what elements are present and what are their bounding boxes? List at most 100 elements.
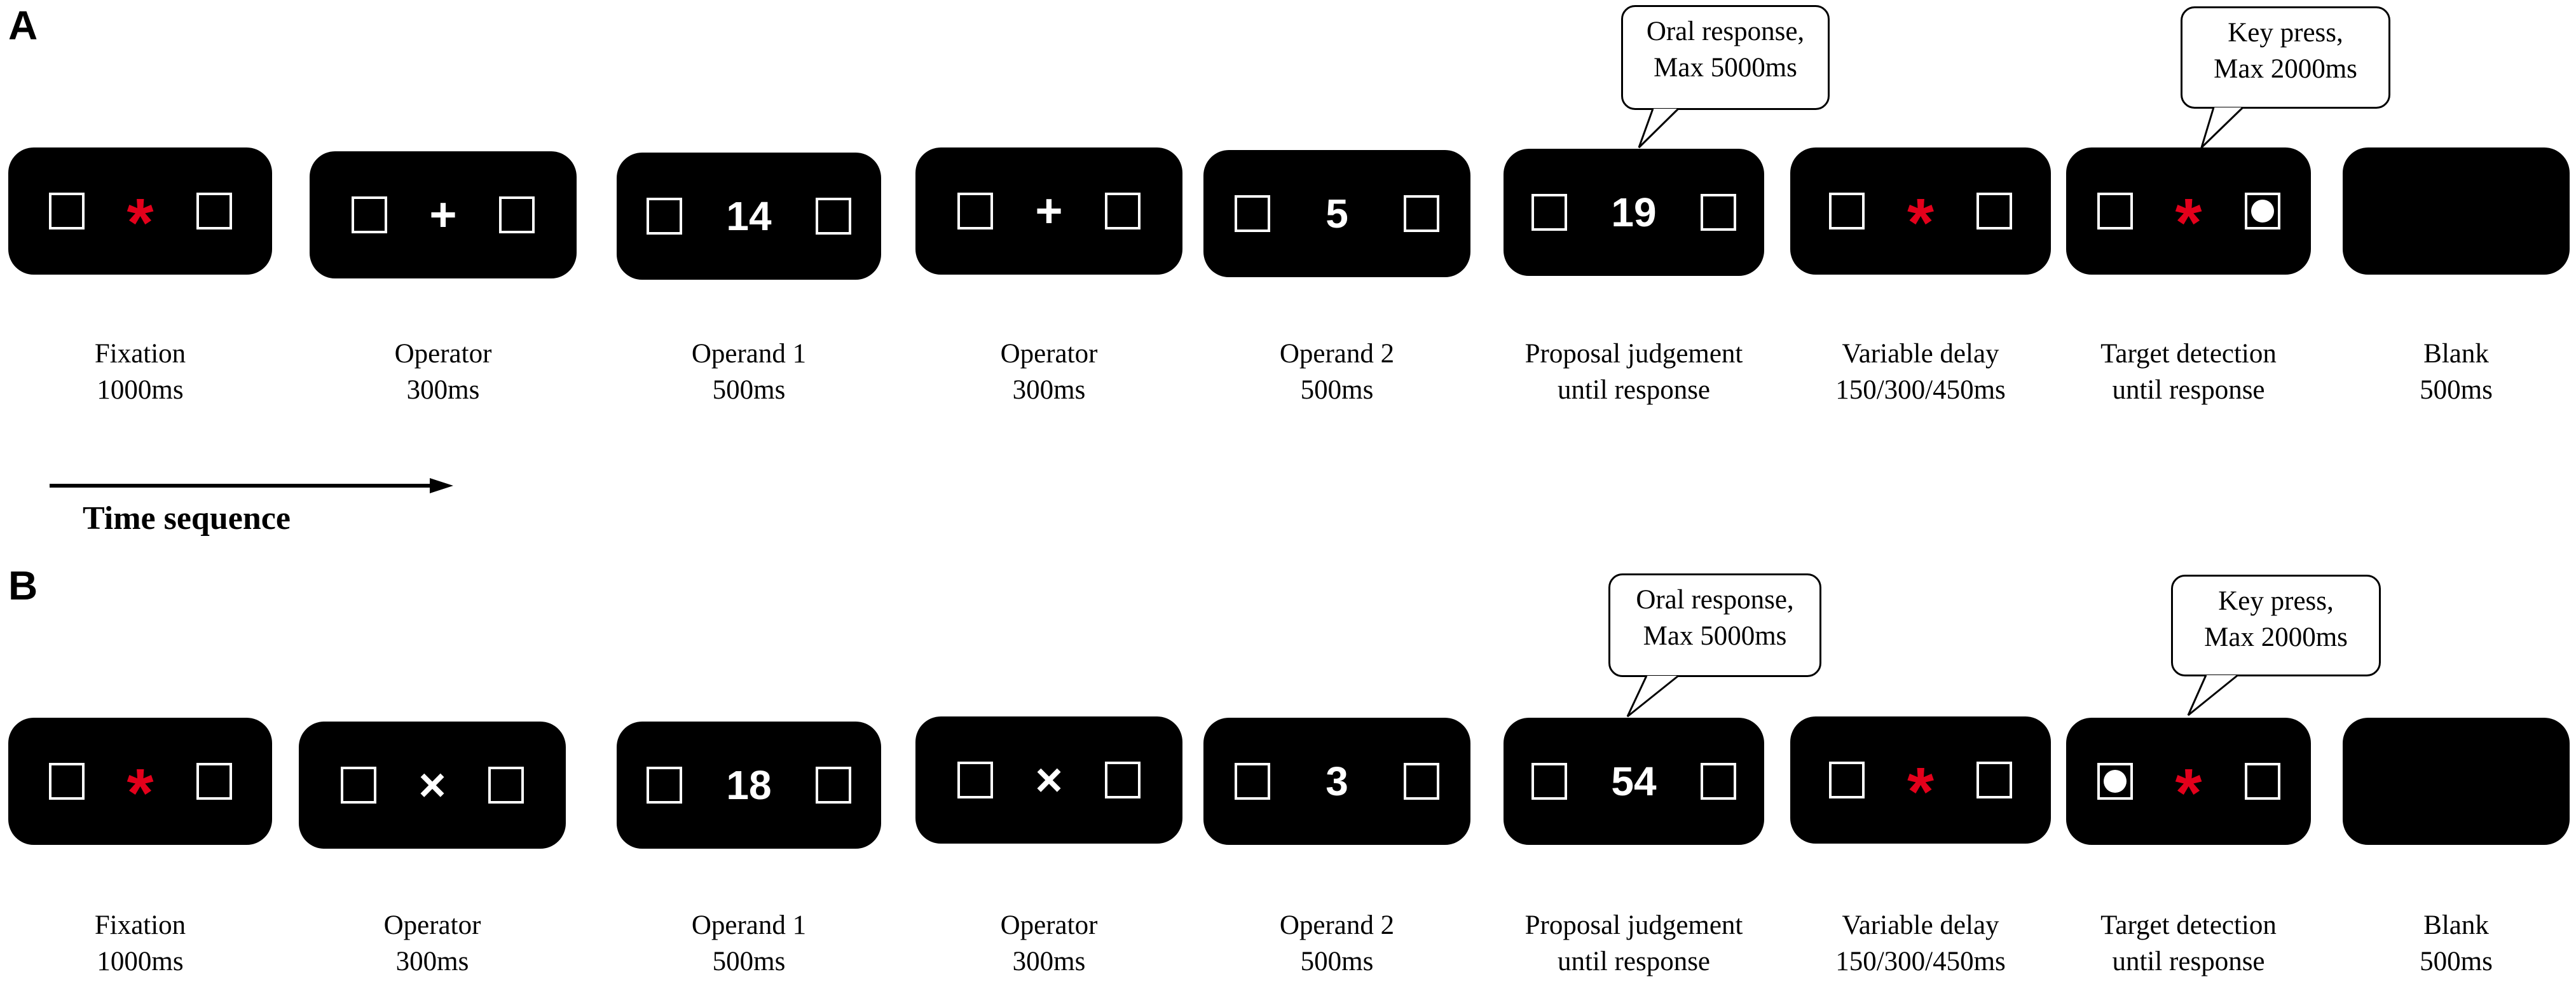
right-placeholder-box bbox=[196, 193, 232, 229]
operator-symbol: + bbox=[429, 188, 457, 241]
right-placeholder-box bbox=[499, 196, 535, 233]
right-placeholder-box bbox=[1701, 763, 1736, 800]
right-placeholder-box bbox=[1105, 762, 1141, 798]
caption-title: Operand 2 bbox=[1279, 910, 1395, 940]
bubble-line: Oral response, bbox=[1646, 17, 1805, 46]
right-placeholder-box bbox=[1977, 762, 2012, 798]
panel-letter: A bbox=[8, 3, 38, 48]
operator-symbol: × bbox=[418, 758, 446, 811]
operand-number: 3 bbox=[1326, 758, 1348, 804]
stimulus-screen: 14 bbox=[617, 153, 881, 280]
operator-symbol: × bbox=[1035, 753, 1063, 806]
right-placeholder-box bbox=[1404, 763, 1439, 800]
caption-duration: 150/300/450ms bbox=[1835, 947, 2006, 976]
caption-duration: 500ms bbox=[1300, 947, 1374, 976]
left-placeholder-box bbox=[1235, 763, 1270, 800]
stimulus-screen: * bbox=[2066, 147, 2311, 275]
left-placeholder-box bbox=[48, 193, 85, 229]
caption-title: Variable delay bbox=[1842, 910, 1999, 940]
left-placeholder-box bbox=[1531, 194, 1567, 231]
stimulus-screen: * bbox=[2066, 718, 2311, 845]
caption-title: Operand 1 bbox=[691, 339, 807, 369]
panel-letter: B bbox=[8, 563, 38, 608]
stimulus-screen: 54 bbox=[1504, 718, 1764, 845]
bubble-line: Max 5000ms bbox=[1654, 53, 1797, 83]
fixation-asterisk: * bbox=[2175, 184, 2202, 261]
stimulus-screen: 18 bbox=[617, 722, 881, 849]
fixation-asterisk: * bbox=[1907, 184, 1935, 261]
right-placeholder-box bbox=[1701, 194, 1736, 231]
left-placeholder-box bbox=[352, 196, 387, 233]
screen-caption: Operand 1 500ms bbox=[692, 907, 806, 980]
caption-title: Operator bbox=[1000, 339, 1098, 369]
left-placeholder-box bbox=[48, 763, 85, 800]
left-placeholder-box bbox=[2097, 193, 2133, 229]
stimulus-screen: + bbox=[915, 147, 1182, 275]
bubble-line: Oral response, bbox=[1636, 585, 1794, 615]
caption-duration: until response bbox=[1557, 375, 1711, 405]
stimulus-screen: 5 bbox=[1203, 150, 1470, 277]
right-placeholder-box bbox=[1105, 193, 1141, 229]
time-arrow bbox=[50, 478, 453, 493]
caption-duration: until response bbox=[1557, 947, 1711, 976]
caption-duration: 500ms bbox=[2420, 375, 2493, 405]
key-press-bubble: Key press, Max 2000ms bbox=[2171, 575, 2381, 676]
caption-duration: 500ms bbox=[1300, 375, 1374, 405]
operator-symbol: + bbox=[1035, 184, 1063, 237]
oral-response-bubble: Oral response, Max 5000ms bbox=[1608, 573, 1821, 677]
left-placeholder-box bbox=[1829, 193, 1865, 229]
fixation-asterisk: * bbox=[127, 754, 154, 831]
caption-duration: 1000ms bbox=[97, 947, 184, 976]
right-placeholder-box bbox=[2244, 193, 2280, 229]
stimulus-screen: * bbox=[1790, 716, 2051, 844]
caption-title: Operand 1 bbox=[691, 910, 807, 940]
right-placeholder-box bbox=[1977, 193, 2012, 229]
left-placeholder-box bbox=[1235, 195, 1270, 232]
fixation-asterisk: * bbox=[127, 184, 154, 261]
caption-title: Operator bbox=[394, 339, 492, 369]
target-dot bbox=[2251, 200, 2274, 223]
left-placeholder-box bbox=[647, 767, 682, 804]
caption-duration: 1000ms bbox=[97, 375, 184, 405]
operand-number: 5 bbox=[1326, 191, 1348, 236]
screen-caption: Blank 500ms bbox=[2420, 336, 2493, 408]
operand-number: 19 bbox=[1611, 189, 1657, 235]
stimulus-screen bbox=[2343, 147, 2570, 275]
right-placeholder-box bbox=[1404, 195, 1439, 232]
bubble-line: Max 2000ms bbox=[2214, 54, 2357, 84]
operand-number: 18 bbox=[726, 762, 772, 808]
bubble-line: Key press, bbox=[2218, 586, 2334, 616]
caption-title: Blank bbox=[2423, 339, 2489, 369]
caption-title: Fixation bbox=[94, 339, 186, 369]
stimulus-screen: 19 bbox=[1504, 149, 1764, 276]
target-dot bbox=[2103, 770, 2127, 793]
bubble-line: Max 2000ms bbox=[2204, 622, 2348, 652]
stimulus-screen: 3 bbox=[1203, 718, 1470, 845]
oral-response-bubble: Oral response, Max 5000ms bbox=[1621, 5, 1830, 110]
left-placeholder-box bbox=[2097, 763, 2133, 800]
fixation-asterisk: * bbox=[2175, 754, 2202, 831]
caption-title: Fixation bbox=[94, 910, 186, 940]
left-placeholder-box bbox=[957, 193, 993, 229]
stimulus-screen bbox=[2343, 718, 2570, 845]
stimulus-screen: × bbox=[915, 716, 1182, 844]
operand-number: 14 bbox=[726, 193, 772, 239]
screen-caption: Variable delay 150/300/450ms bbox=[1835, 907, 2006, 980]
caption-duration: 500ms bbox=[2420, 947, 2493, 976]
screen-caption: Fixation 1000ms bbox=[95, 336, 186, 408]
caption-duration: 500ms bbox=[712, 947, 786, 976]
operand-number: 54 bbox=[1611, 758, 1657, 804]
caption-duration: until response bbox=[2112, 375, 2265, 405]
caption-duration: 300ms bbox=[395, 947, 469, 976]
